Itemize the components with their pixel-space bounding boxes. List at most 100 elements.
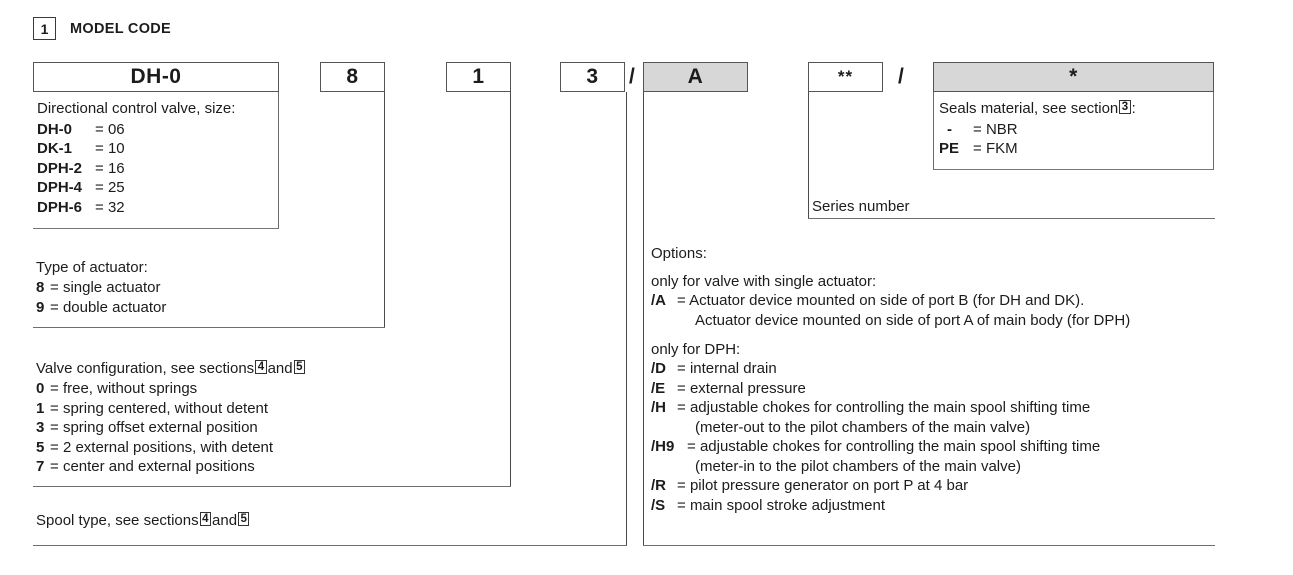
options-bracket-line [643,92,645,546]
equals: = [677,477,686,494]
list-item: /E = external pressure [651,379,1100,399]
equals: = [677,379,686,397]
slash-separator-2: / [898,65,904,88]
option-value: Actuator device mounted on side of port … [689,292,1085,309]
list-item: -= NBR [939,120,1213,140]
config-title-text: Valve configuration, see sections [36,360,255,377]
list-item: DH-0 = 06 [37,120,278,140]
code-box-actuator[interactable]: 8 [320,62,385,92]
actuator-key: 8 [36,279,45,296]
options-legend-title: Options: [651,245,707,262]
equals: = [677,292,686,309]
config-key: 3 [36,419,45,436]
code-box-options[interactable]: A [643,62,748,92]
actuator-value: double actuator [62,298,167,316]
list-item-continuation: (meter-out to the pilot chambers of the … [651,418,1100,438]
option-key: /E [651,379,666,397]
actuator-bracket-line [384,92,386,328]
list-item: DK-1 = 10 [37,139,278,159]
options-bracket-underline [643,545,1215,547]
code-box-spool[interactable]: 3 [560,62,625,92]
code-box-model[interactable]: DH-0 [33,62,279,92]
size-value: 10 [107,140,125,157]
equals: = [95,120,104,138]
list-item: 0= free, without springs [36,379,273,399]
series-bracket-underline [808,218,1215,220]
seals-value: NBR [985,120,1018,138]
config-value: free, without springs [62,380,198,397]
section-ref-icon: 3 [1119,100,1131,114]
equals: = [95,198,104,216]
actuator-legend-title: Type of actuator: [36,259,148,276]
actuator-value: single actuator [62,279,161,296]
equals: = [973,140,982,157]
page-title: MODEL CODE [70,20,172,37]
config-bracket-underline [33,486,511,488]
spool-title-text: Spool type, see sections [36,512,199,529]
option-value-continued: (meter-in to the pilot chambers of the m… [695,457,1021,475]
config-key: 7 [36,458,45,475]
option-value-continued: Actuator device mounted on side of port … [695,311,1131,329]
size-key: DPH-2 [37,159,83,177]
config-key: 1 [36,399,45,417]
equals: = [95,159,104,177]
seals-value: FKM [985,140,1018,157]
option-key: /S [651,496,666,514]
list-item-continuation: Actuator device mounted on side of port … [651,311,1130,331]
actuator-legend-list: 8= single actuator 9= double actuator [36,278,166,317]
seals-key: PE [939,140,960,157]
size-key: DPH-6 [37,198,83,216]
code-box-seals[interactable]: * [933,62,1214,92]
config-title-and: and [267,360,293,377]
section-number-box: 1 [33,17,56,40]
option-key: /H9 [651,438,675,455]
equals: = [50,399,59,417]
list-item: /H9= adjustable chokes for controlling t… [651,437,1100,457]
size-value: 32 [107,198,125,216]
option-key: /D [651,360,666,377]
list-item: /S= main spool stroke adjustment [651,496,1100,516]
equals: = [95,140,104,157]
list-item: 8= single actuator [36,278,166,298]
list-item: /R= pilot pressure generator on port P a… [651,476,1100,496]
list-item: /D= internal drain [651,359,1100,379]
equals: = [677,360,686,377]
option-value: external pressure [689,379,806,397]
size-key: DH-0 [37,120,73,138]
list-item: 5= 2 external positions, with detent [36,438,273,458]
equals: = [677,399,686,416]
equals: = [95,179,104,196]
section-ref-icon: 5 [293,360,306,374]
list-item: PE = FKM [939,139,1213,159]
seals-title-colon: : [1131,100,1136,117]
options-single-list: /A = Actuator device mounted on side of p… [651,291,1130,330]
option-value: adjustable chokes for controlling the ma… [699,438,1101,455]
config-legend-list: 0= free, without springs 1 = spring cente… [36,379,273,477]
equals: = [50,438,59,456]
code-box-configuration[interactable]: 1 [446,62,511,92]
config-key: 5 [36,438,45,456]
option-key: /A [651,292,666,309]
seals-title-text: Seals material, see section [939,100,1119,117]
option-key: /H [651,399,666,416]
spool-bracket-line [626,92,628,546]
config-bracket-line [510,92,512,487]
spool-title-and: and [212,512,238,529]
equals: = [50,298,59,316]
size-key: DK-1 [37,140,73,157]
size-legend-title: Directional control valve, size: [37,100,236,117]
size-value: 16 [107,159,125,177]
size-value: 06 [107,120,125,138]
list-item: 3= spring offset external position [36,418,273,438]
actuator-bracket-underline [33,327,385,329]
equals: = [677,496,686,514]
options-group-dph: only for DPH: [651,341,741,358]
list-item-continuation: (meter-in to the pilot chambers of the m… [651,457,1100,477]
options-dph-list: /D= internal drain /E= external pressure… [651,359,1100,515]
code-box-series[interactable]: ** [808,62,883,92]
config-value: spring centered, without detent [62,399,269,417]
